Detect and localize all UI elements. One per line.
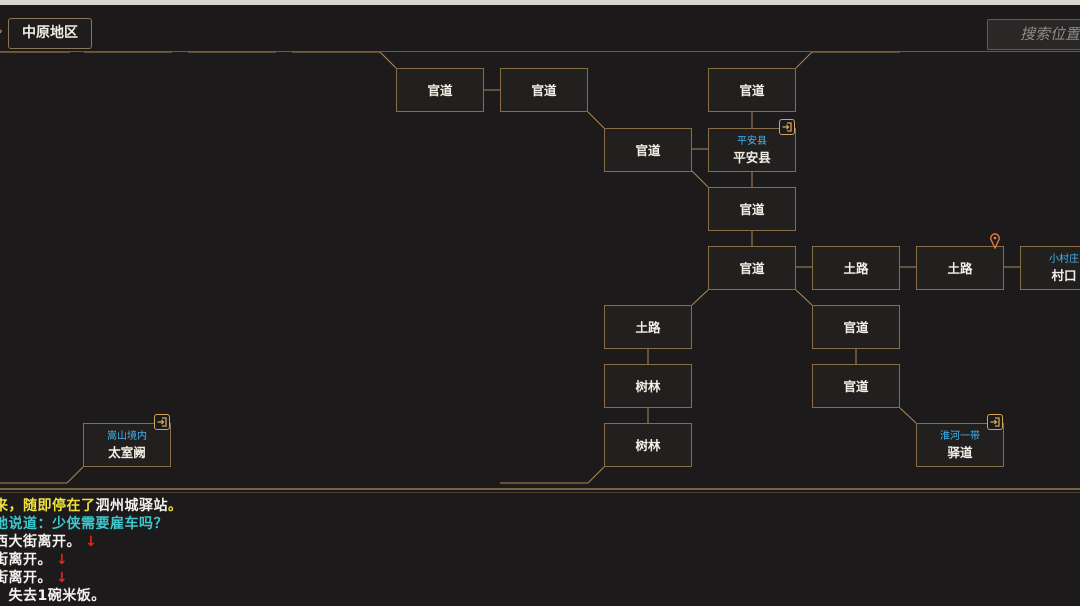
log-line: 来，随即停在了泗州城驿站。: [0, 497, 183, 515]
map-node-gd4[interactable]: 官道: [604, 128, 692, 172]
enter-location-icon[interactable]: [987, 414, 1003, 430]
map-node-yd[interactable]: 淮河一带驿道: [916, 423, 1004, 467]
node-label: 官道: [843, 378, 869, 394]
log-text: ，失去1碗米饭。: [0, 588, 106, 604]
search-input[interactable]: 搜索位置: [987, 19, 1080, 50]
node-label: 官道: [635, 142, 661, 158]
log-line: 地说道：少侠需要雇车吗？: [0, 515, 168, 533]
log-line: 街离开。↓: [0, 569, 68, 587]
node-label: 树林: [635, 437, 661, 453]
node-label: 官道: [843, 319, 869, 335]
node-label: 平安县: [733, 150, 771, 165]
node-area-label: 小村庄: [1049, 254, 1079, 265]
node-area-label: 淮河一带: [940, 431, 980, 442]
node-label: 官道: [531, 82, 557, 98]
map-node-ck[interactable]: 小村庄村口: [1020, 246, 1080, 290]
header-bar: › 中原地区 搜索位置: [0, 5, 1080, 52]
node-label: 土路: [635, 319, 661, 335]
node-label: 官道: [739, 260, 765, 276]
down-arrow-icon: ↓: [56, 552, 69, 568]
region-button[interactable]: 中原地区: [8, 18, 92, 49]
map-node-gd1[interactable]: 官道: [396, 68, 484, 112]
node-label: 驿道: [947, 445, 973, 460]
map-node-gd8[interactable]: 官道: [812, 364, 900, 408]
chevron-right-icon[interactable]: ›: [0, 25, 3, 37]
map-area: 官道官道官道官道平安县平安县官道官道土路土路小村庄村口土路官道树林官道嵩山境内太…: [0, 52, 1080, 487]
window-top-strip: [0, 0, 1080, 5]
enter-location-icon[interactable]: [154, 414, 170, 430]
log-line: 西大街离开。↓: [0, 533, 97, 551]
node-label: 官道: [427, 82, 453, 98]
log-line: ，失去1碗米饭。: [0, 587, 106, 605]
message-log: 来，随即停在了泗州城驿站。地说道：少侠需要雇车吗？西大街离开。↓街离开。↓街离开…: [0, 496, 1080, 606]
node-label: 土路: [843, 260, 869, 276]
down-arrow-icon: ↓: [56, 570, 69, 586]
enter-location-icon[interactable]: [779, 119, 795, 135]
panel-divider: [0, 488, 1080, 490]
node-area-label: 平安县: [737, 136, 767, 147]
map-node-sl2[interactable]: 树林: [604, 423, 692, 467]
map-node-pax[interactable]: 平安县平安县: [708, 128, 796, 172]
log-text: 地说道：少侠需要雇车吗？: [0, 516, 168, 532]
map-node-tl2[interactable]: 土路: [916, 246, 1004, 290]
map-node-tl3[interactable]: 土路: [604, 305, 692, 349]
location-pin-icon: [990, 233, 1000, 253]
map-node-sl1[interactable]: 树林: [604, 364, 692, 408]
node-area-label: 嵩山境内: [107, 431, 147, 442]
node-label: 太室阙: [108, 445, 146, 460]
map-node-gd3[interactable]: 官道: [708, 68, 796, 112]
log-text: 街离开。: [0, 552, 52, 568]
node-label: 村口: [1051, 268, 1077, 283]
log-text: 来，随即停在了: [0, 498, 96, 514]
log-text: 。: [168, 498, 183, 514]
map-node-gd2[interactable]: 官道: [500, 68, 588, 112]
panel-divider-inner: [0, 492, 1080, 493]
node-label: 土路: [947, 260, 973, 276]
node-label: 官道: [739, 82, 765, 98]
down-arrow-icon: ↓: [85, 534, 98, 550]
map-node-gd6[interactable]: 官道: [708, 246, 796, 290]
log-line: 街离开。↓: [0, 551, 68, 569]
log-text: 泗州城驿站: [95, 498, 168, 514]
map-node-gd7[interactable]: 官道: [812, 305, 900, 349]
node-label: 树林: [635, 378, 661, 394]
map-node-gd5[interactable]: 官道: [708, 187, 796, 231]
map-node-tl1[interactable]: 土路: [812, 246, 900, 290]
map-connections: [0, 52, 1020, 484]
map-node-tsq[interactable]: 嵩山境内太室阙: [83, 423, 171, 467]
node-label: 官道: [739, 201, 765, 217]
log-text: 西大街离开。: [0, 534, 81, 550]
log-text: 街离开。: [0, 570, 52, 586]
